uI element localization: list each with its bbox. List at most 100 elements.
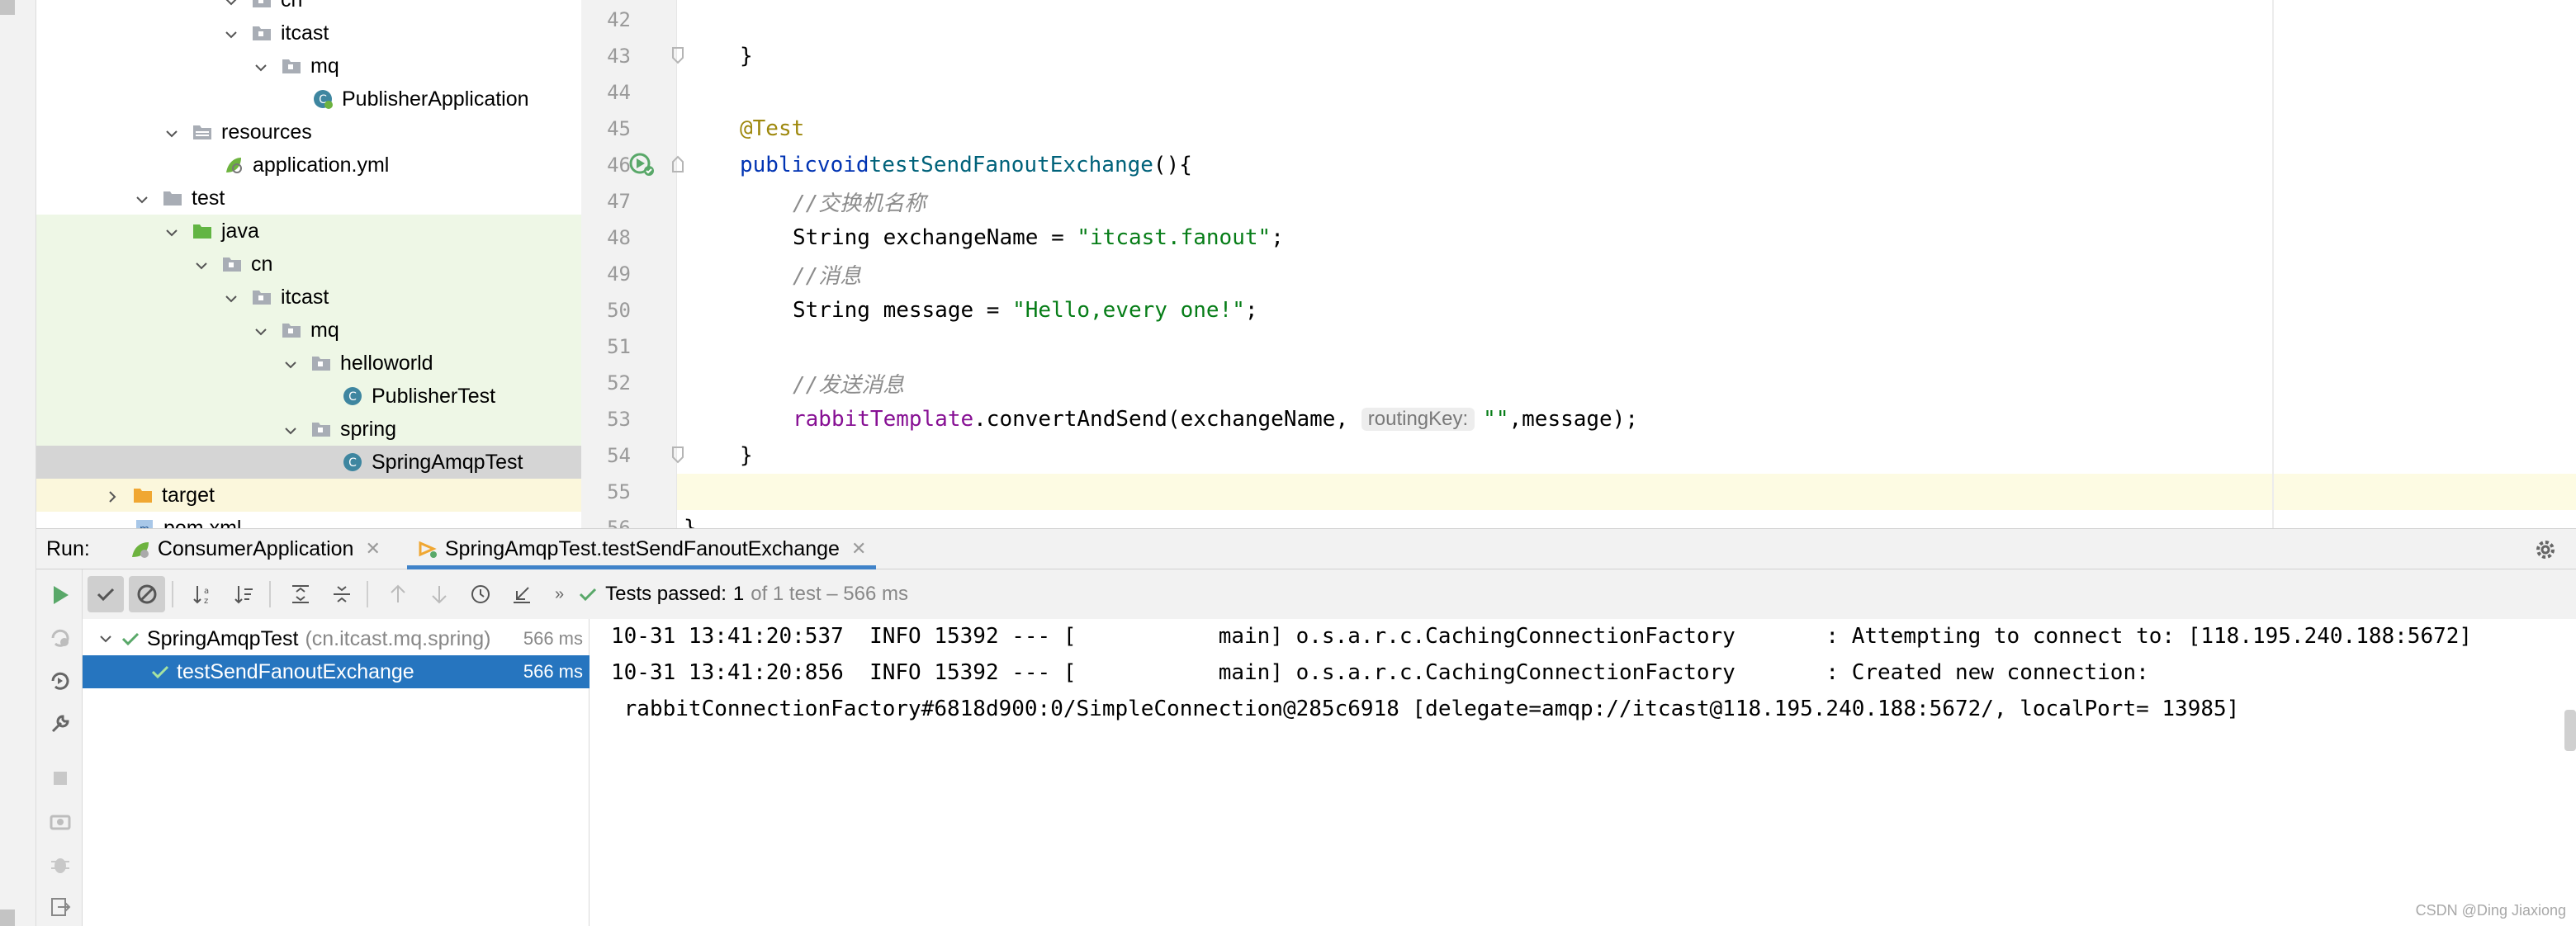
fold-marker-icon[interactable]: [670, 46, 685, 64]
tree-item-test[interactable]: test: [36, 182, 581, 215]
show-passed-button[interactable]: [88, 576, 124, 612]
console-scrollbar[interactable]: [2564, 710, 2576, 751]
toggle-auto-test-icon[interactable]: [48, 669, 73, 693]
line-number: 50: [607, 299, 631, 322]
tree-item-spring-amqp-test[interactable]: C SpringAmqpTest: [36, 446, 581, 479]
close-icon[interactable]: ✕: [850, 538, 867, 559]
tree-item-itcast[interactable]: itcast: [36, 17, 581, 50]
tree-item-resources[interactable]: resources: [36, 116, 581, 149]
chevron-right-double-icon[interactable]: »: [555, 584, 565, 603]
tree-item-target[interactable]: target: [36, 479, 581, 512]
code-token: rabbitTemplate: [793, 407, 974, 432]
svg-text:C: C: [348, 390, 357, 404]
chevron-down-icon[interactable]: [253, 58, 269, 74]
console-output[interactable]: 10-31 13:41:20:537 INFO 15392 --- [ main…: [590, 619, 2576, 926]
chevron-down-icon[interactable]: [163, 223, 180, 239]
tree-item-java[interactable]: java: [36, 215, 581, 248]
tree-item-mq[interactable]: mq: [36, 50, 581, 83]
class-icon: C: [342, 451, 363, 473]
rerun-failed-icon[interactable]: [48, 626, 73, 650]
tree-item-cn-test[interactable]: cn: [36, 248, 581, 281]
test-row-test-send-fanout-exchange[interactable]: testSendFanoutExchange 566 ms: [83, 655, 590, 688]
chevron-down-icon[interactable]: [253, 322, 269, 338]
sort-by-duration-button[interactable]: [226, 576, 263, 612]
console-line: 10-31 13:41:20:856 INFO 15392 --- [ main…: [611, 660, 2149, 685]
tree-item-label: itcast: [281, 285, 329, 309]
tree-item-itcast-test[interactable]: itcast: [36, 281, 581, 314]
package-folder-icon: [281, 55, 302, 77]
code-token: "Hello,every one!": [1012, 298, 1245, 323]
tree-item-helloworld[interactable]: helloworld: [36, 347, 581, 380]
fold-marker-icon[interactable]: [670, 446, 685, 464]
tree-item-spring[interactable]: spring: [36, 413, 581, 446]
chevron-down-icon[interactable]: [163, 124, 180, 140]
editor-gutter: 42 43 44 45 46 47 48 49 50 51 52 53 54 5…: [581, 0, 684, 528]
tree-item-label: application.yml: [253, 153, 390, 177]
test-row-spring-amqp-test[interactable]: SpringAmqpTest (cn.itcast.mq.spring) 566…: [83, 622, 590, 655]
tree-item-label: mq: [310, 318, 339, 342]
fold-marker-icon[interactable]: [670, 155, 685, 173]
show-ignored-button[interactable]: [129, 576, 165, 612]
chevron-down-icon[interactable]: [223, 25, 239, 41]
next-failed-button[interactable]: [421, 576, 457, 612]
code-token: String message =: [793, 298, 1013, 323]
tree-item-cn[interactable]: cn: [36, 0, 581, 17]
camera-icon[interactable]: [48, 809, 73, 834]
tests-status-prefix: Tests passed:: [605, 583, 727, 605]
structure-tool-button[interactable]: [0, 909, 15, 926]
code-token: void: [817, 153, 869, 177]
code-token: //发送消息: [793, 372, 905, 398]
current-line-highlight: [677, 474, 2576, 510]
tree-item-label: test: [192, 186, 225, 210]
chevron-down-icon[interactable]: [223, 289, 239, 305]
previous-failed-button[interactable]: [380, 576, 416, 612]
code-line-53: rabbitTemplate.convertAndSend(exchangeNa…: [793, 403, 1638, 436]
tree-item-pom-xml[interactable]: m pom.xml: [36, 512, 581, 528]
tree-item-mq-test[interactable]: mq: [36, 314, 581, 347]
chevron-down-icon[interactable]: [97, 631, 114, 647]
run-test-gutter-icon[interactable]: [627, 152, 656, 177]
chevron-down-icon[interactable]: [193, 256, 210, 272]
test-history-button[interactable]: [462, 576, 499, 612]
debug-icon[interactable]: [48, 852, 73, 876]
project-tool-button[interactable]: [0, 0, 15, 15]
sort-duration-icon: [234, 586, 253, 604]
tests-passed-check-icon: [580, 588, 597, 602]
tree-item-publisher-test[interactable]: C PublisherTest: [36, 380, 581, 413]
line-number: 52: [607, 371, 631, 394]
chevron-down-icon[interactable]: [223, 0, 239, 8]
rerun-icon[interactable]: [48, 583, 73, 607]
chevron-down-icon[interactable]: [282, 421, 299, 437]
line-number: 54: [607, 444, 631, 467]
tree-item-label: cn: [251, 252, 273, 276]
line-number: 43: [607, 45, 631, 68]
arrow-down-icon: [432, 586, 447, 604]
wrench-icon[interactable]: [48, 711, 73, 736]
expand-all-button[interactable]: [282, 576, 319, 612]
chevron-down-icon[interactable]: [134, 190, 150, 206]
excluded-folder-icon: [132, 484, 154, 506]
chevron-down-icon[interactable]: [282, 355, 299, 371]
console-line: rabbitConnectionFactory#6818d900:0/Simpl…: [611, 697, 2240, 721]
check-icon: [97, 588, 115, 602]
stop-icon[interactable]: [48, 766, 73, 791]
import-tests-button[interactable]: [504, 576, 540, 612]
close-icon[interactable]: ✕: [365, 538, 381, 559]
code-editor[interactable]: 42 43 44 45 46 47 48 49 50 51 52 53 54 5…: [581, 0, 2576, 528]
exit-icon[interactable]: [48, 895, 73, 919]
code-line-54: }: [740, 439, 753, 472]
tree-item-application-yml[interactable]: application.yml: [36, 149, 581, 182]
code-line-56: }: [684, 512, 697, 528]
tab-consumer-application[interactable]: ConsumerApplication ✕: [120, 528, 391, 569]
collapse-all-button[interactable]: [324, 576, 360, 612]
tree-item-publisher-application[interactable]: C PublisherApplication: [36, 83, 581, 116]
console-line: 10-31 13:41:20:537 INFO 15392 --- [ main…: [611, 624, 2473, 649]
line-number: 53: [607, 408, 631, 431]
tree-item-label: SpringAmqpTest: [372, 450, 523, 474]
tree-item-label: mq: [310, 54, 339, 78]
toolbar-separator: [269, 581, 271, 607]
gear-icon[interactable]: [2533, 537, 2558, 562]
chevron-right-icon[interactable]: [104, 487, 121, 503]
tab-spring-amqp-test[interactable]: SpringAmqpTest.testSendFanoutExchange ✕: [406, 528, 877, 569]
